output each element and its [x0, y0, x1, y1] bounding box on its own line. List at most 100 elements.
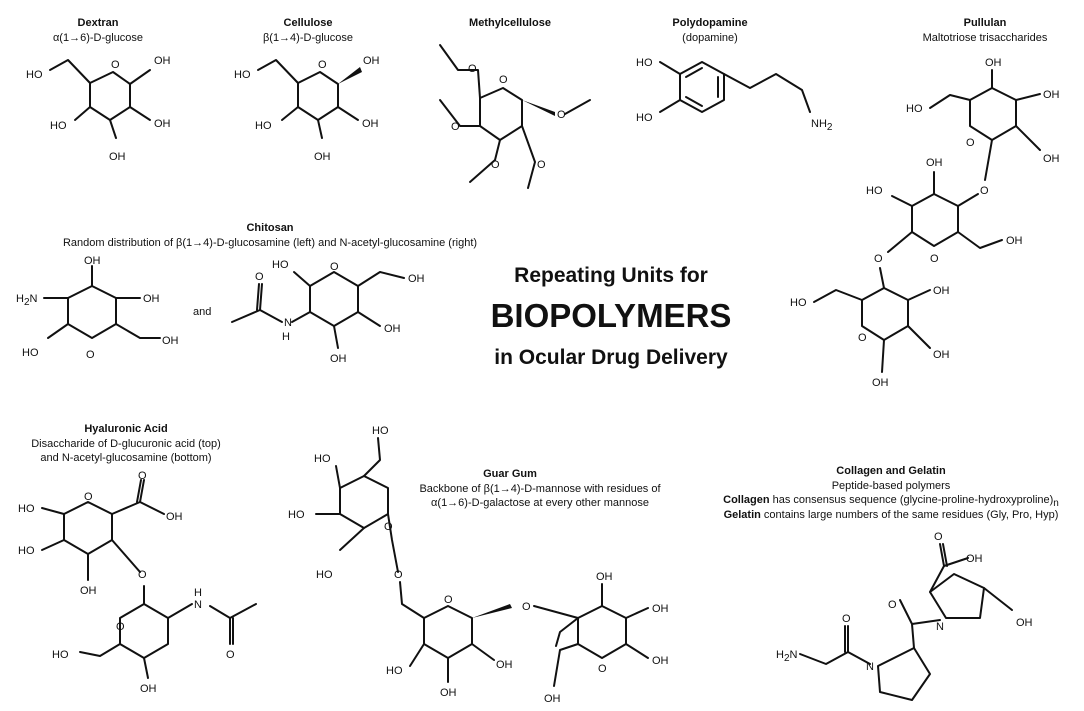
hyaluronic-oh-acid: OH — [166, 511, 183, 523]
chitosan-n-right: N — [284, 317, 292, 329]
chitosan-ho-left: HO — [22, 347, 39, 359]
chitosan-h-right: H — [282, 331, 290, 343]
pullulan-oh-a2: OH — [1043, 89, 1060, 101]
hyaluronic-ho-bottom: HO — [52, 649, 69, 661]
chitosan-h2n: H2N — [16, 293, 38, 308]
methylcellulose-name: Methylcellulose — [469, 17, 551, 29]
pullulan-ho-a: HO — [906, 103, 923, 115]
hyaluronic-h: H — [194, 587, 202, 599]
guar-oh-man-2d: OH — [544, 693, 561, 705]
pullulan-oh-b1: OH — [926, 157, 943, 169]
hyaluronic-acid-structure: Hyaluronic Acid Disaccharide of D-glucur… — [18, 423, 257, 695]
hyaluronic-o-carbonyl: O — [138, 470, 147, 482]
guar-gum-structure: Guar Gum Backbone of β(1→4)-D-mannose wi… — [288, 425, 669, 705]
guar-desc-1: Backbone of β(1→4)-D-mannose with residu… — [419, 483, 661, 495]
hyaluronic-desc-2: and N-acetyl-glucosamine (bottom) — [40, 452, 211, 464]
chitosan-structure: Chitosan Random distribution of β(1→4)-D… — [16, 222, 477, 365]
pullulan-ring-o-3: O — [858, 332, 867, 344]
dextran-ring-o: O — [111, 59, 120, 71]
guar-ho-gal-4: HO — [314, 453, 331, 465]
methylcellulose-o-1: O — [557, 109, 566, 121]
hyaluronic-o-link: O — [138, 569, 147, 581]
title-line-3: in Ocular Drug Delivery — [494, 346, 728, 369]
chitosan-oh-right-2: OH — [384, 323, 401, 335]
collagen-desc-2: Collagen has consensus sequence (glycine… — [723, 494, 1059, 509]
chitosan-oh-right-1: OH — [408, 273, 425, 285]
guar-o-link-man: O — [522, 601, 531, 613]
collagen-desc-3: Gelatin contains large numbers of the sa… — [724, 509, 1059, 521]
hyaluronic-o-acetyl: O — [226, 649, 235, 661]
collagen-o-acid: O — [934, 531, 943, 543]
collagen-oh-acid: OH — [966, 553, 983, 565]
guar-ho-gal-2: HO — [316, 569, 333, 581]
pullulan-oh-a3: OH — [1043, 153, 1060, 165]
methylcellulose-o-6: O — [468, 63, 477, 75]
polydopamine-ho-3: HO — [636, 57, 653, 69]
pullulan-o-link-2: O — [874, 253, 883, 265]
pullulan-name: Pullulan — [964, 17, 1007, 29]
chitosan-oh-right-3: OH — [330, 353, 347, 365]
hyaluronic-ho-top-2: HO — [18, 545, 35, 557]
methylcellulose-structure: Methylcellulose O O O O O O — [439, 17, 591, 189]
pullulan-ho-b2: HO — [866, 185, 883, 197]
cellulose-structure: Cellulose β(1→4)-D-glucose O HO OH OH OH… — [234, 17, 380, 163]
polydopamine-nh2: NH2 — [811, 118, 833, 133]
dextran-oh-1: OH — [154, 55, 171, 67]
pullulan-structure: Pullulan Maltotriose trisaccharides O HO… — [790, 17, 1060, 389]
chitosan-joiner: and — [193, 306, 211, 318]
guar-oh-man-2a: OH — [596, 571, 613, 583]
guar-o-link-gal: O — [394, 569, 403, 581]
dextran-ho-6: HO — [26, 69, 43, 81]
methylcellulose-o-3: O — [491, 159, 500, 171]
guar-ring-o-man-2: O — [598, 663, 607, 675]
hyaluronic-ring-o-top: O — [84, 491, 93, 503]
collagen-h2n: H2N — [776, 649, 798, 664]
dextran-name: Dextran — [78, 17, 119, 29]
title-line-2: BIOPOLYMERS — [491, 297, 732, 334]
pullulan-ring-o-2: O — [930, 253, 939, 265]
guar-ho-man-1: HO — [386, 665, 403, 677]
dextran-oh-3: OH — [109, 151, 126, 163]
guar-oh-man-1a: OH — [440, 687, 457, 699]
guar-desc-2: α(1→6)-D-galactose at every other mannos… — [431, 497, 649, 509]
chitosan-ho-right: HO — [272, 259, 289, 271]
hyaluronic-desc-1: Disaccharide of D-glucuronic acid (top) — [31, 438, 221, 450]
pullulan-o-link-1: O — [980, 185, 989, 197]
guar-name: Guar Gum — [483, 468, 537, 480]
guar-ring-o-gal: O — [384, 521, 393, 533]
cellulose-desc: β(1→4)-D-glucose — [263, 32, 353, 44]
guar-oh-man-2c: OH — [652, 655, 669, 667]
guar-ring-o-man-1: O — [444, 594, 453, 606]
collagen-n-hyp: N — [936, 621, 944, 633]
guar-ho-gal-6: HO — [372, 425, 389, 437]
hyaluronic-oh-top: OH — [80, 585, 97, 597]
guar-ho-gal-3: HO — [288, 509, 305, 521]
collagen-n-pro: N — [866, 661, 874, 673]
hyaluronic-oh-bottom: OH — [140, 683, 157, 695]
chitosan-oh-left-1: OH — [84, 255, 101, 267]
dextran-structure: Dextran α(1→6)-D-glucose O HO OH OH OH H… — [26, 17, 171, 163]
cellulose-ring-o: O — [318, 59, 327, 71]
pullulan-oh-c4: OH — [872, 377, 889, 389]
polydopamine-structure: Polydopamine (dopamine) HO HO NH2 — [636, 17, 833, 133]
pullulan-oh-a1: OH — [985, 57, 1002, 69]
hyaluronic-ho-top: HO — [18, 503, 35, 515]
pullulan-oh-b3: OH — [1006, 235, 1023, 247]
chitosan-desc: Random distribution of β(1→4)-D-glucosam… — [63, 237, 477, 249]
dextran-desc: α(1→6)-D-glucose — [53, 32, 143, 44]
dextran-oh-2: OH — [154, 118, 171, 130]
cellulose-oh-2: OH — [362, 118, 379, 130]
polydopamine-ho-4: HO — [636, 112, 653, 124]
pullulan-ring-o-1: O — [966, 137, 975, 149]
chitosan-oh-left-2: OH — [143, 293, 160, 305]
collagen-desc-1: Peptide-based polymers — [832, 480, 951, 492]
collagen-structure: Collagen and Gelatin Peptide-based polym… — [723, 465, 1059, 701]
collagen-o-amide-1: O — [888, 599, 897, 611]
pullulan-ho-c1: HO — [790, 297, 807, 309]
hyaluronic-n: N — [194, 599, 202, 611]
chitosan-oh-left-3: OH — [162, 335, 179, 347]
methylcellulose-o-2: O — [537, 159, 546, 171]
chitosan-ring-o-right: O — [330, 261, 339, 273]
chitosan-ring-o-left: O — [86, 349, 95, 361]
